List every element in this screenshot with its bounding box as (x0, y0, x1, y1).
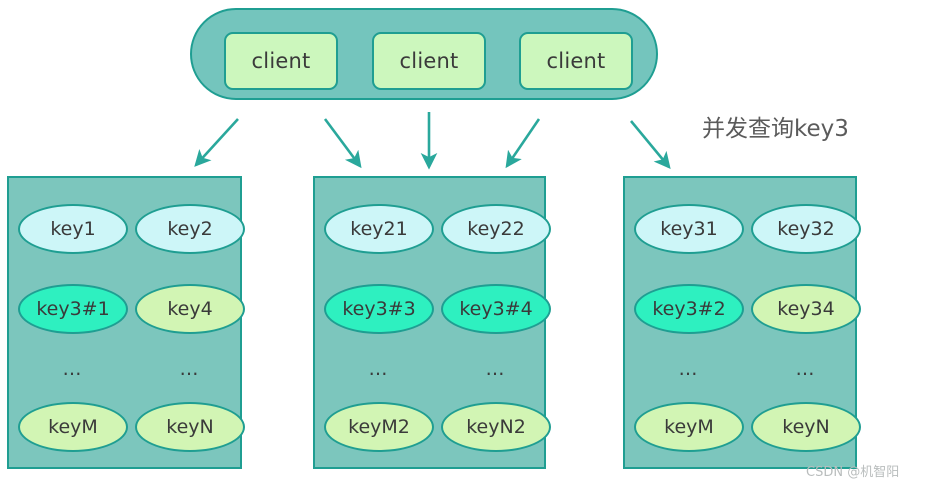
key-ellipse[interactable]: key32 (751, 204, 861, 254)
key-ellipse[interactable]: key22 (441, 204, 551, 254)
arrow-client3-to-node3 (629, 120, 671, 170)
key-ellipse-label: keyM (48, 416, 98, 438)
client-box-1-label: client (251, 49, 311, 73)
key-ellipse-label: keyM (664, 416, 714, 438)
key-ellipse[interactable]: key4 (135, 284, 245, 334)
key-ellipse[interactable]: key3#1 (18, 284, 128, 334)
key-ellipse[interactable]: key3#2 (634, 284, 744, 334)
key-ellipse-label: key3#4 (459, 298, 533, 320)
ellipsis-right: … (485, 358, 507, 380)
key-ellipse-label: keyN2 (466, 416, 526, 438)
key-ellipse-label: key3#3 (342, 298, 416, 320)
key-ellipse-label: key3#1 (36, 298, 110, 320)
ellipsis-left: … (368, 358, 390, 380)
key-ellipse-label: key22 (467, 218, 525, 240)
key-ellipse[interactable]: key34 (751, 284, 861, 334)
key-ellipse[interactable]: key3#3 (324, 284, 434, 334)
client-box-1[interactable]: client (224, 32, 338, 90)
key-ellipse-label: key32 (777, 218, 835, 240)
client-box-2-label: client (399, 49, 459, 73)
concurrent-query-label: 并发查询key3 (702, 116, 849, 142)
key-ellipse-label: key31 (660, 218, 718, 240)
arrow-client2-to-node2 (323, 118, 362, 169)
ellipsis-right: … (795, 358, 817, 380)
key-ellipse[interactable]: keyM2 (324, 402, 434, 452)
arrow-client3-to-node2 (505, 118, 541, 169)
node-panel-1: key1 key2 key3#1 key4 … … keyM keyN (7, 176, 245, 469)
key-ellipse-label: keyM2 (348, 416, 410, 438)
key-ellipse-label: key3#2 (652, 298, 726, 320)
key-ellipse-label: key34 (777, 298, 835, 320)
key-ellipse[interactable]: keyN2 (441, 402, 551, 452)
key-ellipse[interactable]: key21 (324, 204, 434, 254)
key-ellipse[interactable]: key3#4 (441, 284, 551, 334)
key-ellipse-label: key21 (350, 218, 408, 240)
ellipsis-left: … (62, 358, 84, 380)
node-panel-3: key31 key32 key3#2 key34 … … keyM keyN (623, 176, 861, 469)
key-ellipse[interactable]: key1 (18, 204, 128, 254)
node-panel-2: key21 key22 key3#3 key3#4 … … keyM2 keyN2 (313, 176, 551, 469)
watermark: CSDN @机智阳 (806, 465, 900, 480)
key-ellipse-label: keyN (166, 416, 214, 438)
client-box-2[interactable]: client (372, 32, 486, 90)
key-ellipse-label: key1 (50, 218, 96, 240)
key-ellipse-label: keyN (782, 416, 830, 438)
client-layer: client client client (190, 8, 658, 100)
key-ellipse[interactable]: keyN (751, 402, 861, 452)
client-box-3[interactable]: client (519, 32, 633, 90)
arrow-client1-to-node1 (194, 118, 239, 167)
key-ellipse[interactable]: keyM (634, 402, 744, 452)
ellipsis-left: … (678, 358, 700, 380)
key-ellipse[interactable]: key31 (634, 204, 744, 254)
key-ellipse-label: key4 (167, 298, 213, 320)
key-ellipse[interactable]: key2 (135, 204, 245, 254)
key-ellipse[interactable]: keyM (18, 402, 128, 452)
key-ellipse-label: key2 (167, 218, 213, 240)
ellipsis-right: … (179, 358, 201, 380)
key-ellipse[interactable]: keyN (135, 402, 245, 452)
client-box-3-label: client (546, 49, 606, 73)
